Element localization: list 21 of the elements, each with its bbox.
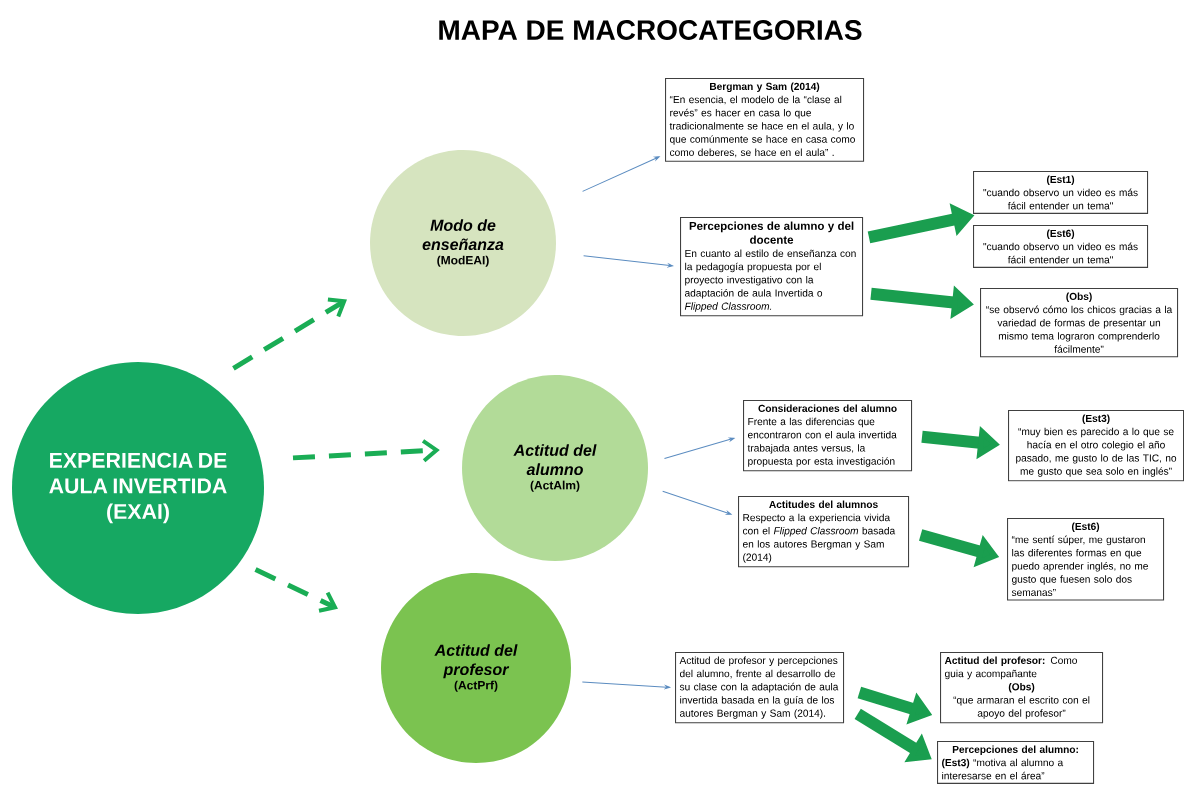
arrow: [581, 681, 671, 689]
text-box: Actitud del profesor: Como guia y acompañante (Obs) “que armaran el escrito con el apoyo del profesor”: [940, 652, 1104, 724]
arrow: [292, 439, 440, 463]
text-box: Percepciones de alumno y del docente En cuanto al estilo de enseñanza con la pedagogía propuesta por el proyecto investigativo con la adaptación de aula Invertida o Flipped Classroom.: [680, 217, 864, 317]
arrow: [583, 255, 674, 268]
arrow: [663, 437, 735, 459]
text-box: (Est6) “me sentí súper, me gustaron las diferentes formas en que puedo aprender inglés, no me gusto que fuesen solo dos semanas”: [1007, 518, 1165, 601]
text-box: (Est1) "cuando observo un video es más fácil entender un tema": [973, 171, 1149, 214]
text-box: Bergman y Sam (2014) “En esencia, el modelo de la “clase al revés” es hacer en casa lo que tradicionalmente se hace en el aula, y lo que comúnmente se hace en casa como como deberes, se hace en el aula” .: [665, 78, 865, 162]
text-box: Actitudes del alumnos Respecto a la experiencia vivida con el Flipped Classroom basada en los autores Bergman y Sam (2014): [738, 496, 910, 568]
text-box: Actitud de profesor y percepciones del alumno, frente al desarrollo de su clase con la adaptación de aula invertida basada en la guía de los autores Bergman y Sam (2014).: [675, 652, 845, 724]
arrow: [254, 567, 338, 613]
text-box: Percepciones del alumno: (Est3) “motiva al alumno a interesarse en el área”: [937, 741, 1095, 784]
arrow: [662, 490, 732, 515]
text-box: (Est3) “muy bien es parecido a lo que se hacía en el otro colegio el año pasado, me gusto lo de las TIC, no me gusto que sea solo en inglés”: [1008, 410, 1184, 482]
arrow: [232, 297, 347, 371]
title: MAPA DE MACROCATEGORIAS: [439, 20, 862, 40]
text-box: (Obs) “se observó cómo los chicos gracias a la variedad de formas de presentar un mismo tema lograron comprenderlo fácilmente”: [980, 288, 1179, 358]
arrow: [582, 156, 660, 192]
text-box: (Est6) "cuando observo un video es más fácil entender un tema": [973, 225, 1149, 268]
text-box: Consideraciones del alumno Frente a las diferencias que encontraron con el aula invertida trabajada antes versus, la propuesta por esta investigación: [743, 400, 913, 472]
